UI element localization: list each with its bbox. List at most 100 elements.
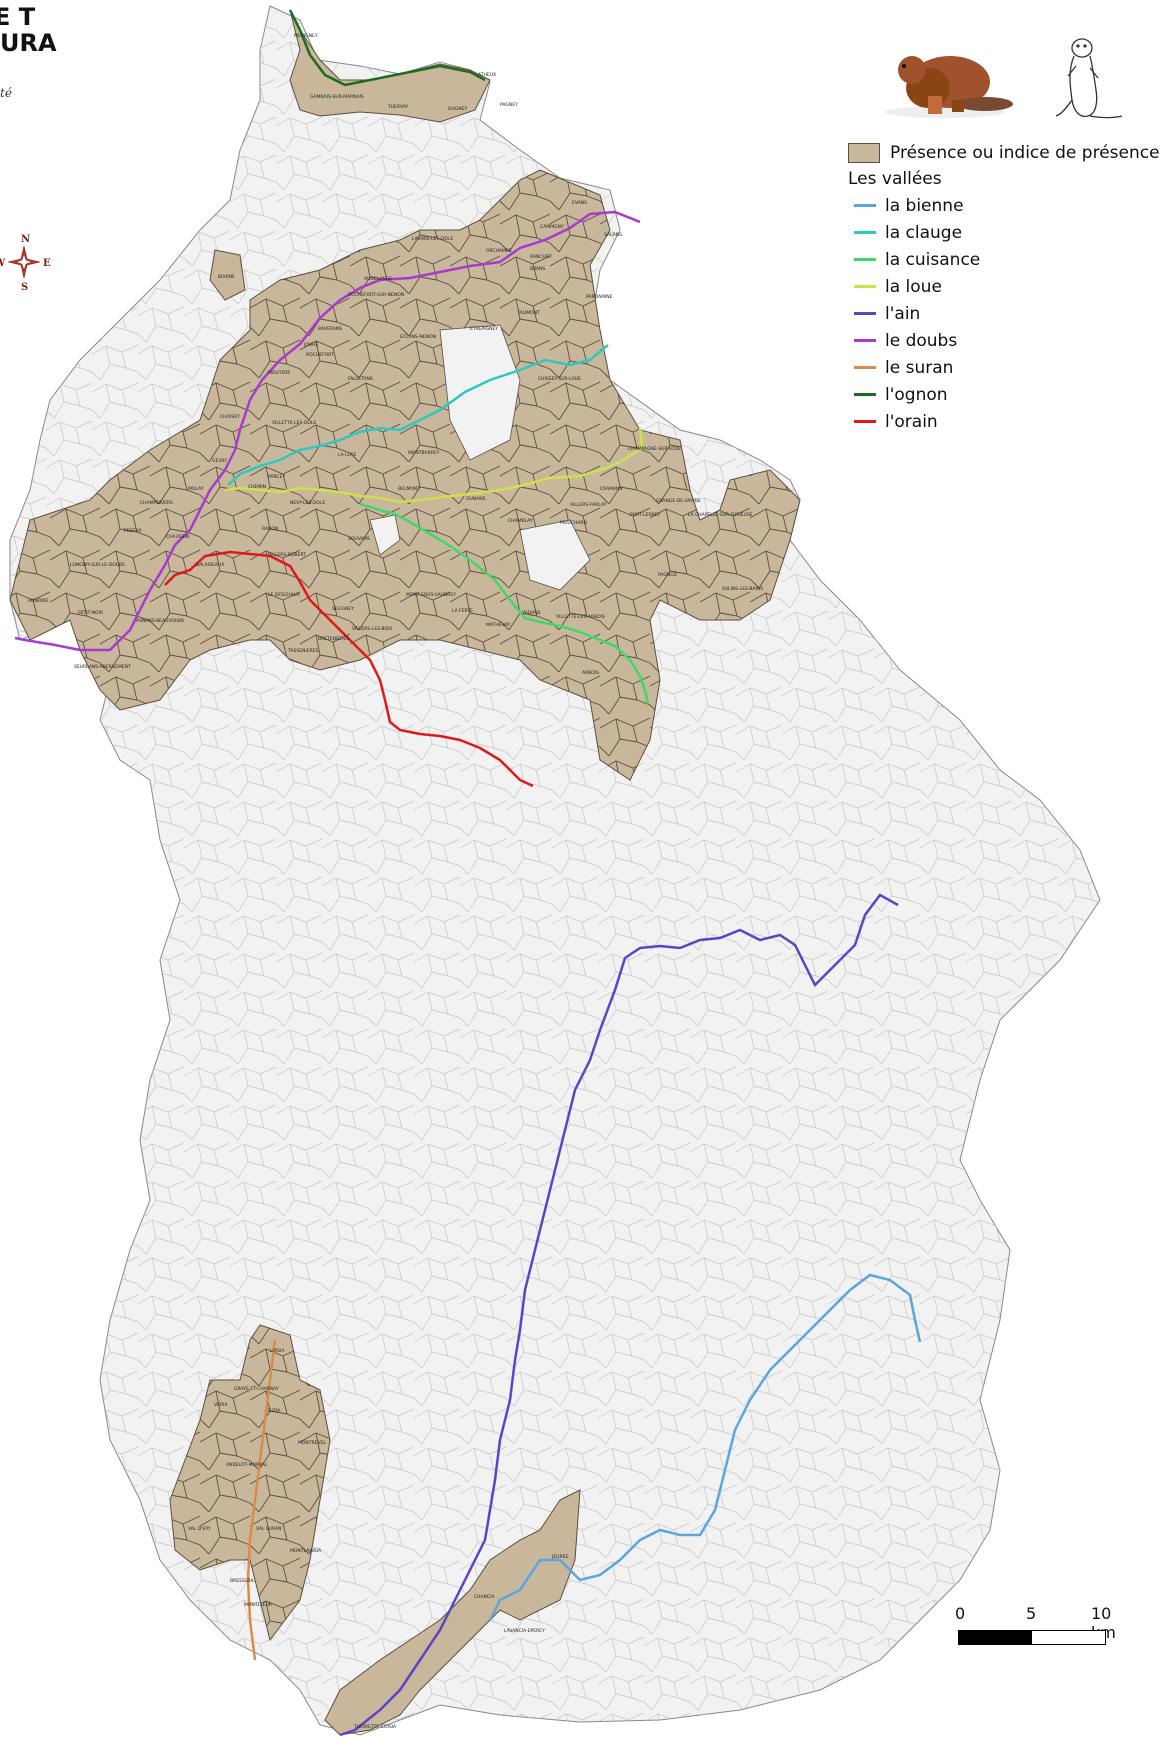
commune-label: MONTBARREY — [408, 450, 440, 456]
river-suran[interactable] — [246, 1339, 277, 1661]
commune-label: GEVRY — [212, 458, 227, 464]
commune-label: MONTLAINSIA — [290, 1548, 322, 1554]
commune-label: LA CHAPELLE-SUR-FURIEUSE — [688, 512, 753, 518]
compass-e: E — [43, 258, 51, 269]
commune-label: PESEUX — [124, 528, 142, 534]
commune-label: JOUHE — [303, 342, 319, 348]
commune-label: VILLETTE-LES-DOLE — [272, 420, 316, 426]
commune-label: ARBOIS — [582, 670, 599, 676]
commune-label: VILLETTE-LES-ARBOIS — [556, 614, 605, 620]
title-line-2: URA — [0, 29, 57, 57]
legend-river-label: le doubs — [885, 330, 958, 351]
river-ain[interactable] — [339, 893, 899, 1737]
legend-river-label: l'ain — [885, 303, 921, 324]
legend-item-river[interactable]: le doubs — [848, 327, 1160, 354]
commune-label: PLUMONT — [518, 310, 540, 316]
commune-label: BRANS — [530, 266, 545, 272]
commune-label: FALLETANS — [348, 376, 373, 382]
compass-n: N — [21, 234, 30, 245]
river-loue[interactable] — [224, 427, 644, 504]
legend-presence[interactable]: Présence ou indice de présence — [848, 140, 1160, 166]
commune-label: MOUTERE — [268, 370, 290, 376]
legend-item-river[interactable]: la clauge — [848, 219, 1160, 246]
legend-line-swatch — [854, 420, 876, 423]
commune-label: GAMBAIS-SUR-MARNAIS — [310, 94, 364, 100]
commune-label: CRAMANS — [600, 486, 622, 492]
presence-label: Présence ou indice de présence — [890, 143, 1160, 163]
commune-label: LE DESCHAUX — [268, 592, 300, 598]
commune-label: LAVANS-LES-DOLE — [412, 236, 453, 242]
commune-label: MONTREVEL — [298, 1440, 326, 1446]
legend-line-swatch — [854, 339, 876, 342]
commune-label: SALINS-LES-BAINS — [722, 586, 763, 592]
commune-label: VILLERS-FARLAY — [570, 502, 607, 508]
legend-line-swatch — [854, 285, 876, 288]
commune-label: GRANGE-DE-VAIVRE — [656, 498, 701, 504]
commune-label: CHAMPAGNE-SUR-LOUE — [628, 446, 681, 452]
legend-item-river[interactable]: la bienne — [848, 192, 1160, 219]
commune-label: ORCHAMPS — [486, 248, 512, 254]
commune-label: BALAISEAUX — [196, 562, 224, 568]
otter-illustration — [1055, 38, 1123, 119]
river-orain[interactable] — [164, 550, 534, 788]
commune-label: OUNANS — [466, 496, 486, 502]
compass-s: S — [21, 282, 28, 293]
compass-rose: N S E W — [0, 234, 51, 293]
commune-label: CHAMPDIVERS — [140, 500, 173, 506]
commune-label: BELMONT — [398, 486, 420, 492]
compass-w: W — [0, 258, 6, 269]
commune-label: SELIGNEY — [332, 606, 354, 612]
legend-item-river[interactable]: l'orain — [848, 408, 1160, 435]
legend-item-river[interactable]: la cuisance — [848, 246, 1160, 273]
river-clauge[interactable] — [227, 344, 609, 486]
scale-bar-white — [1031, 1630, 1106, 1645]
river-doubs[interactable] — [14, 210, 641, 652]
map-title: E T URA — [0, 4, 57, 56]
legend-item-river[interactable]: l'ognon — [848, 381, 1160, 408]
commune-label: CAMPIGNY — [540, 224, 564, 230]
commune-label: ECLANS-NENON — [400, 334, 436, 340]
legend-item-river[interactable]: le suran — [848, 354, 1160, 381]
commune-label: MATHENAY — [486, 622, 511, 628]
river-ognon[interactable] — [288, 9, 486, 87]
legend-river-label: la clauge — [885, 222, 963, 243]
commune-label: GIZIA — [268, 1408, 281, 1414]
commune-label: CHAMBLAY — [508, 518, 533, 524]
river-bienne[interactable] — [488, 1273, 922, 1621]
commune-label: CHOISEY — [220, 414, 240, 420]
commune-label: RAHON — [262, 526, 278, 532]
commune-label: VAL D'EPY — [188, 1526, 211, 1532]
commune-label: PAGNOZ — [658, 572, 677, 578]
legend-heading: Les vallées — [848, 169, 942, 189]
commune-label: PAGNEY — [500, 102, 518, 108]
commune-label: ROCHEFORT-SUR-NENON — [348, 292, 404, 298]
commune-label: MOUCHARD — [560, 520, 587, 526]
commune-label: VILLERS-LES-BOIS — [352, 626, 392, 632]
legend-line-swatch — [854, 312, 876, 315]
commune-label: OUGNEY — [448, 106, 468, 112]
commune-label: BRETENIERES — [318, 636, 349, 642]
commune-label: CHANCIA — [474, 1594, 495, 1600]
legend-river-label: l'orain — [885, 411, 938, 432]
legend-line-swatch — [854, 258, 876, 261]
commune-label: PETIT-NOIR — [78, 610, 103, 616]
map-subtitle: té — [0, 86, 12, 100]
commune-label: LOISIA — [270, 1348, 285, 1354]
commune-label: LAVANCIA-EPERCY — [504, 1628, 545, 1634]
presence-area-north-top[interactable] — [289, 9, 491, 123]
title-line-1: E T — [0, 3, 36, 31]
commune-label: ANNOIRE — [28, 598, 49, 604]
presence-area-isolated[interactable] — [209, 249, 246, 301]
legend-river-label: la cuisance — [885, 249, 981, 270]
commune-label: RANCHOT — [530, 254, 552, 260]
legend-item-river[interactable]: la loue — [848, 273, 1160, 300]
river-cuisance[interactable] — [359, 502, 650, 705]
commune-label: TASSENIERES — [287, 648, 319, 654]
legend-river-label: la loue — [885, 276, 942, 297]
legend-item-river[interactable]: l'ain — [848, 300, 1160, 327]
scale-bar-black — [958, 1630, 1033, 1645]
commune-label: BRESSIZIA — [230, 1578, 255, 1584]
commune-label: ANDELOT-MORVAL — [226, 1462, 268, 1468]
presence-area-south[interactable] — [324, 1489, 581, 1736]
